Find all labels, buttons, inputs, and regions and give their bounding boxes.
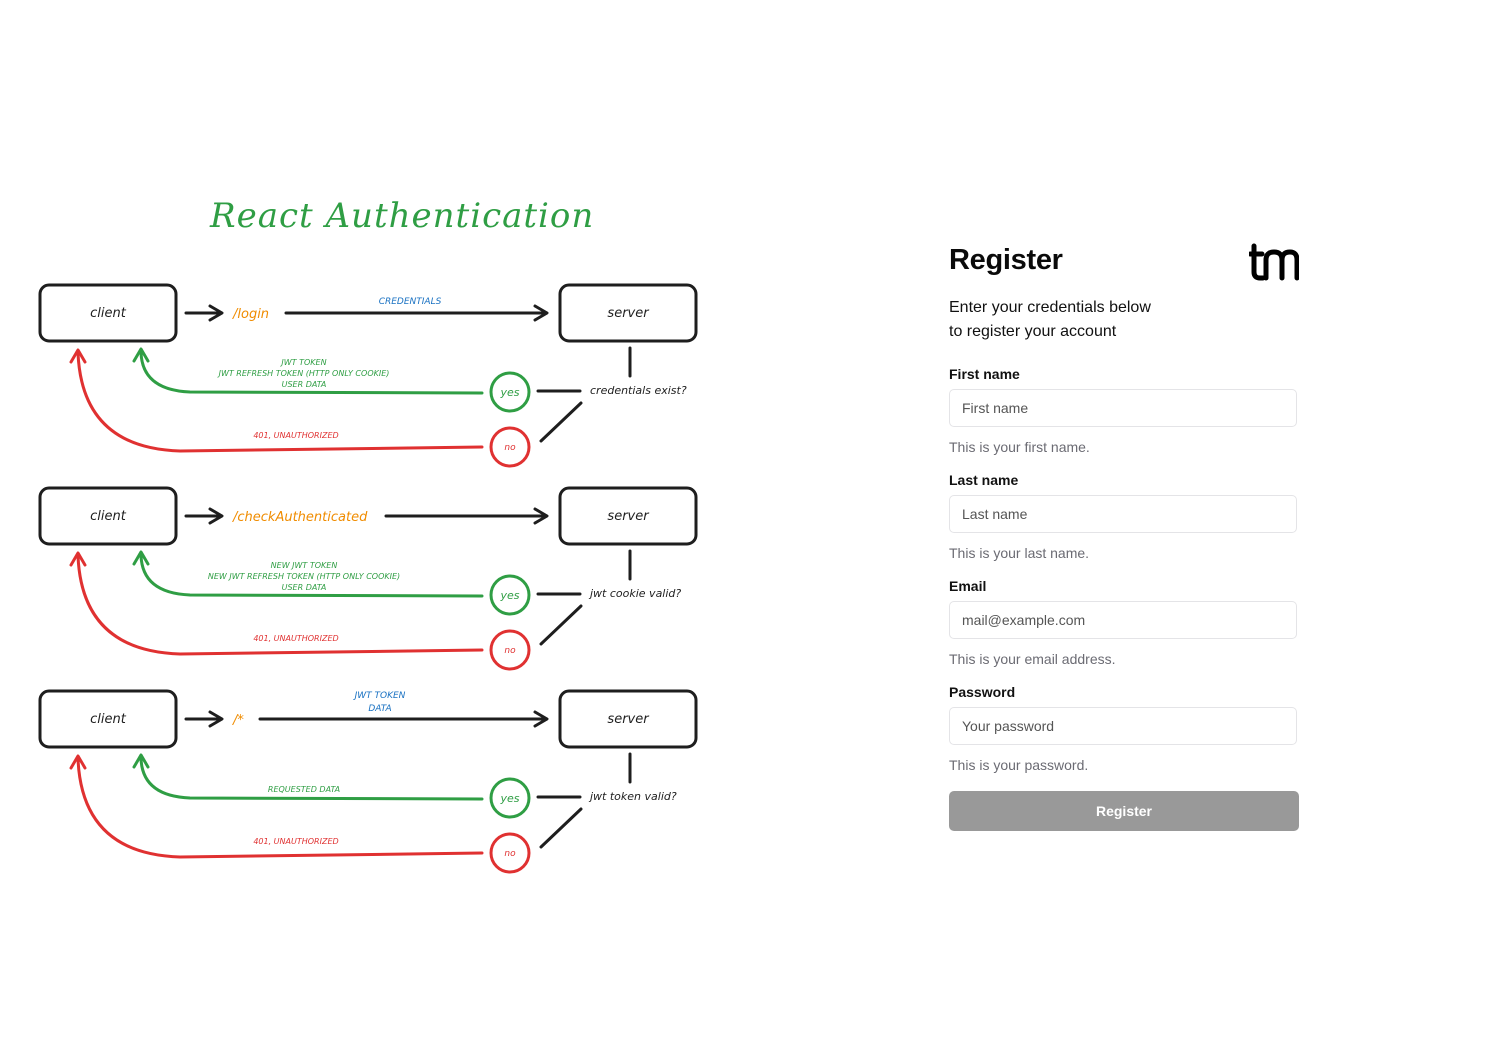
diagram-title: React Authentication: [210, 196, 595, 236]
flow-2-no-label: no: [504, 646, 516, 656]
flow-3-yes-circle: [489, 777, 531, 819]
flow-1-no-connector: [539, 401, 583, 443]
flow-3-no-circle: [489, 832, 531, 874]
flow-3-server-label: server: [607, 712, 650, 727]
flow-3-success-label-1: REQUESTED DATA: [268, 785, 340, 794]
flow-3-request-label-1: JWT TOKEN: [353, 691, 406, 701]
flow-2-request-arrowhead: [533, 507, 549, 525]
register-subtitle: Enter your credentials below to register…: [949, 296, 1189, 344]
flow-2-success-label-1: NEW JWT TOKEN: [271, 561, 338, 570]
flow-1-no-label: no: [504, 443, 516, 453]
last-name-description: This is your last name.: [949, 545, 1090, 561]
flow-1-endpoint-arrowhead: [208, 304, 224, 322]
flow-1-success-path: [139, 350, 484, 395]
flow-1-success-arrowhead: [132, 347, 150, 363]
flow-1-server-box: [558, 283, 698, 343]
last-name-input[interactable]: [949, 495, 1297, 533]
flow-1-failure-path: [76, 351, 484, 453]
flow-3-request-label-2: DATA: [368, 704, 391, 714]
flow-1-client-box: [38, 283, 178, 343]
flow-2-failure-arrowhead: [69, 551, 87, 567]
first-name-label: First name: [949, 366, 1020, 382]
flow-3-request-arrowhead: [533, 710, 549, 728]
first-name-description: This is your first name.: [949, 439, 1090, 455]
auth-flow-diagram: client server/login CREDENTIALS credentials…: [38, 283, 698, 874]
flow-3-server-box: [558, 689, 698, 749]
flow-3-failure-label: 401, UNAUTHORIZED: [253, 837, 338, 846]
flow-2-success-arrowhead: [132, 550, 150, 566]
flow-1-server-label: server: [607, 306, 650, 321]
flow-1-check-label: credentials exist?: [590, 384, 687, 397]
flow-3-success-path: [139, 756, 484, 801]
register-button[interactable]: Register: [949, 791, 1299, 831]
flow-1-yes-label: yes: [499, 386, 519, 399]
flow-1-success-label-1: JWT TOKEN: [279, 358, 326, 367]
tn-logo-icon: [1249, 243, 1299, 281]
flow-2-yes-label: yes: [499, 589, 519, 602]
flow-1-success-label-2: JWT REFRESH TOKEN (HTTP ONLY COOKIE): [217, 369, 390, 378]
flow-3-endpoint-arrowhead: [208, 710, 224, 728]
subtitle-line-1: Enter your credentials below: [949, 299, 1151, 316]
flow-1-failure-label: 401, UNAUTHORIZED: [253, 431, 338, 440]
flow-3-check-label: jwt token valid?: [588, 790, 677, 803]
flow-3-yes-label: yes: [499, 792, 519, 805]
flow-1-endpoint-label: /login: [232, 307, 269, 322]
password-input[interactable]: [949, 707, 1297, 745]
flow-2-server-label: server: [607, 509, 650, 524]
flow-1-client-label: client: [90, 306, 127, 321]
flow-3-client-label: client: [90, 712, 127, 727]
flow-2-success-label-3: USER DATA: [282, 583, 327, 592]
flow-2-endpoint-label: /checkAuthenticated: [232, 510, 368, 525]
password-description: This is your password.: [949, 757, 1089, 773]
flow-2-client-label: client: [90, 509, 127, 524]
flow-3-no-connector: [539, 807, 583, 849]
register-heading: Register: [949, 244, 1063, 276]
flow-2-failure-label: 401, UNAUTHORIZED: [253, 634, 338, 643]
flow-3-failure-path: [76, 757, 484, 859]
flow-3-failure-arrowhead: [69, 754, 87, 770]
flow-2-failure-path: [76, 554, 484, 656]
email-input[interactable]: [949, 601, 1297, 639]
flow-2-success-label-2: NEW JWT REFRESH TOKEN (HTTP ONLY COOKIE): [208, 572, 400, 581]
flow-2-no-circle: [489, 629, 531, 671]
flow-3-endpoint-label: /*: [232, 713, 244, 728]
first-name-input[interactable]: [949, 389, 1297, 427]
flow-1-no-circle: [489, 426, 531, 468]
flow-3-success-arrowhead: [132, 753, 150, 769]
flow-2-success-path: [139, 553, 484, 598]
flow-2-yes-circle: [489, 574, 531, 616]
flow-2-client-box: [38, 486, 178, 546]
flow-3-no-label: no: [504, 849, 516, 859]
flow-1-success-label-3: USER DATA: [282, 380, 327, 389]
email-label: Email: [949, 578, 987, 594]
flow-2-server-box: [558, 486, 698, 546]
flow-2-check-label: jwt cookie valid?: [588, 587, 681, 600]
flow-2-endpoint-arrowhead: [208, 507, 224, 525]
password-label: Password: [949, 684, 1016, 700]
email-description: This is your email address.: [949, 651, 1116, 667]
flow-3-client-box: [38, 689, 178, 749]
flow-1-yes-circle: [489, 371, 531, 413]
flow-1-request-arrowhead: [533, 304, 549, 322]
last-name-label: Last name: [949, 472, 1019, 488]
subtitle-line-2: to register your account: [949, 323, 1117, 340]
flow-2-no-connector: [539, 604, 583, 646]
flow-1-failure-arrowhead: [69, 348, 87, 364]
flow-1-request-label-1: CREDENTIALS: [379, 297, 442, 307]
